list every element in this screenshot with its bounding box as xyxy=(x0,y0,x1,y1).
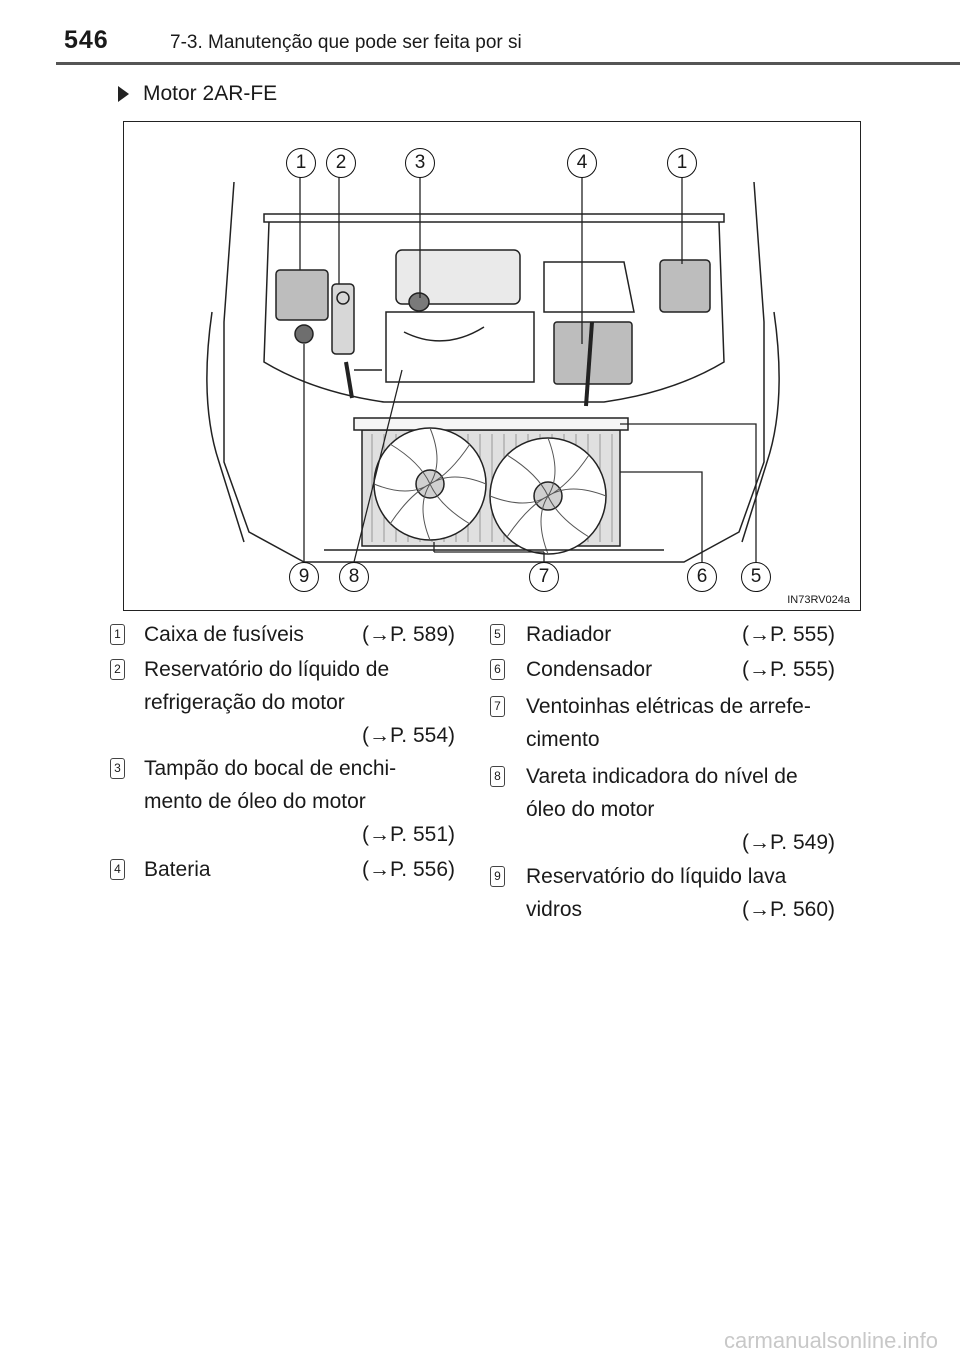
item-text-line-2: cimento xyxy=(526,728,600,751)
item-text-line-1: Vareta indicadora do nível de xyxy=(526,765,798,788)
item-number-badge: 3 xyxy=(110,758,125,779)
item-text-line-2: mento de óleo do motor xyxy=(144,790,366,813)
item-number-badge: 6 xyxy=(490,659,505,680)
section-title: Motor 2AR-FE xyxy=(143,82,278,105)
item-text-line-2: óleo do motor xyxy=(526,798,655,821)
item-number-badge: 8 xyxy=(490,766,505,787)
list-item-4: 4 Bateria (→P. 556) xyxy=(110,853,455,887)
figure-code: IN73RV024a xyxy=(787,594,850,606)
item-text: Bateria xyxy=(144,858,211,881)
callout-4: 4 xyxy=(567,148,597,178)
watermark: carmanualsonline.info xyxy=(723,1328,938,1353)
item-text-line-1: Ventoinhas elétricas de arrefe- xyxy=(526,695,811,718)
list-item-5: 5 Radiador (→P. 555) xyxy=(490,618,835,652)
item-text-line-1: Reservatório do líquido de xyxy=(144,658,390,681)
triangle-bullet-icon xyxy=(118,86,129,102)
item-text: Caixa de fusíveis xyxy=(144,623,304,646)
callout-9: 9 xyxy=(289,562,319,592)
list-item-9: 9 Reservatório do líquido lava vidros (→… xyxy=(490,860,835,926)
section-heading: Motor 2AR-FE xyxy=(118,82,277,106)
item-number-badge: 9 xyxy=(490,866,505,887)
callout-7: 7 xyxy=(529,562,559,592)
list-item-7: 7 Ventoinhas elétricas de arrefe- ciment… xyxy=(490,690,835,756)
list-item-1: 1 Caixa de fusíveis (→P. 589) xyxy=(110,618,455,652)
page-reference: (→P. 554) xyxy=(362,724,455,747)
page-reference: (→P. 551) xyxy=(362,823,455,846)
list-item-6: 6 Condensador (→P. 555) xyxy=(490,653,835,687)
page-reference: (→P. 555) xyxy=(742,623,835,646)
item-text: Condensador xyxy=(526,658,653,681)
item-text-line-1: Reservatório do líquido lava xyxy=(526,865,787,888)
item-number-badge: 1 xyxy=(110,624,125,645)
item-number-badge: 2 xyxy=(110,659,125,680)
page-reference: (→P. 549) xyxy=(742,831,835,854)
item-number-badge: 5 xyxy=(490,624,505,645)
engine-bay-illustration xyxy=(206,174,780,563)
callout-3: 3 xyxy=(405,148,435,178)
item-text-line-2: refrigeração do motor xyxy=(144,691,345,714)
list-item-8: 8 Vareta indicadora do nível de óleo do … xyxy=(490,760,835,860)
page-reference: (→P. 556) xyxy=(362,858,455,881)
callout-2: 2 xyxy=(326,148,356,178)
page-number: 546 xyxy=(64,26,109,54)
page-header: 546 7-3. Manutenção que pode ser feita p… xyxy=(0,0,960,65)
callout-8: 8 xyxy=(339,562,369,592)
callout-1-right: 1 xyxy=(667,148,697,178)
callout-6: 6 xyxy=(687,562,717,592)
page-reference: (→P. 560) xyxy=(742,898,835,921)
item-text: Radiador xyxy=(526,623,612,646)
item-number-badge: 7 xyxy=(490,696,505,717)
header-rule xyxy=(56,62,960,65)
engine-bay-figure: 1 2 3 4 1 9 8 7 6 5 IN73RV024a xyxy=(123,121,861,611)
item-text-line-1: Tampão do bocal de enchi- xyxy=(144,757,397,780)
list-item-3: 3 Tampão do bocal de enchi- mento de óle… xyxy=(110,752,455,852)
list-item-2: 2 Reservatório do líquido de refrigeraçã… xyxy=(110,653,455,753)
chapter-title: 7-3. Manutenção que pode ser feita por s… xyxy=(170,32,522,53)
callout-5: 5 xyxy=(741,562,771,592)
page-reference: (→P. 589) xyxy=(362,623,455,646)
item-text-line-2: vidros xyxy=(526,898,583,921)
page-reference: (→P. 555) xyxy=(742,658,835,681)
callout-1-left: 1 xyxy=(286,148,316,178)
item-number-badge: 4 xyxy=(110,859,125,880)
